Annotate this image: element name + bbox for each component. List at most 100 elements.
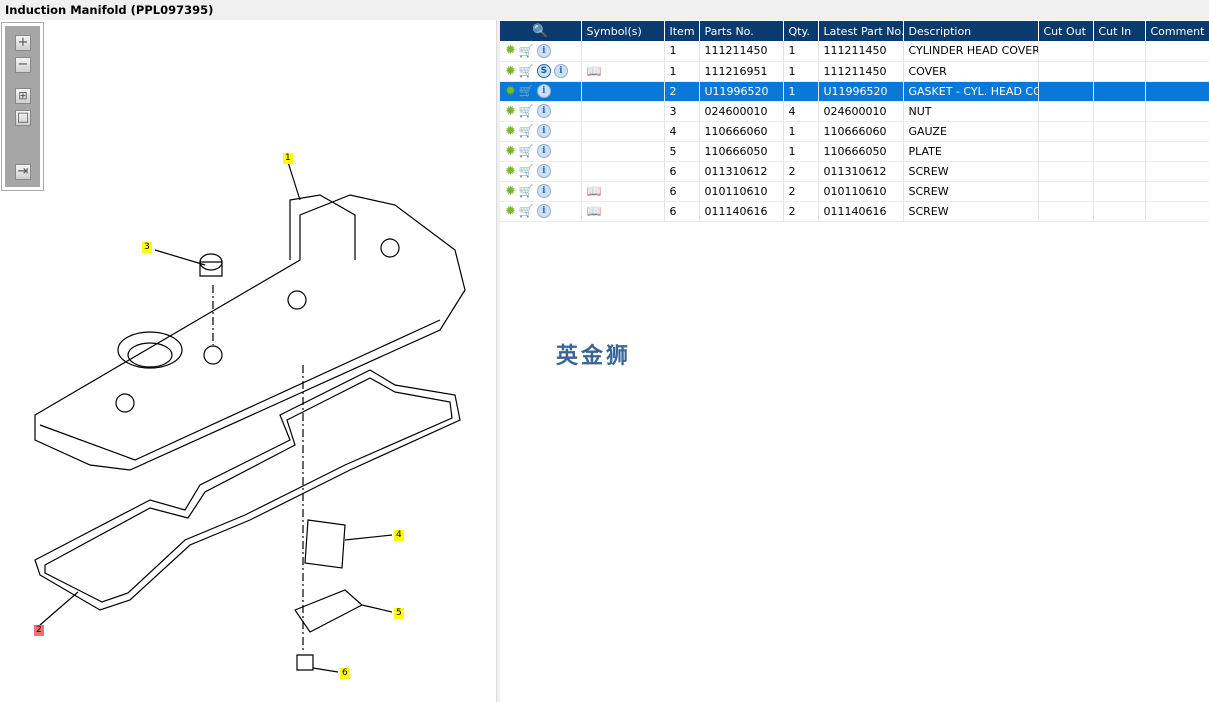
zoom-in-icon[interactable]: + (15, 35, 31, 51)
diagram-panel[interactable] (0, 20, 496, 702)
actions-cell: ✹🛒i (500, 41, 582, 62)
gear-icon[interactable]: ✹ (505, 63, 516, 79)
column-header[interactable]: Comment (1145, 21, 1209, 41)
gear-icon[interactable]: ✹ (505, 83, 516, 99)
latest-part-cell: 111211450 (818, 61, 904, 82)
part-no-cell: 110666060 (699, 121, 784, 142)
info-icon[interactable]: i (536, 204, 551, 218)
actual-size-icon[interactable]: □ (15, 110, 31, 126)
part-no-cell: 110666050 (699, 141, 784, 162)
description-cell: SCREW (903, 181, 1039, 202)
actions-cell: ✹🛒i (500, 201, 582, 222)
cart-icon[interactable]: 🛒 (518, 164, 534, 178)
callout-4[interactable]: 4 (394, 530, 404, 541)
gear-icon[interactable]: ✹ (505, 203, 516, 219)
qty-cell: 4 (783, 101, 819, 122)
cut-in-cell (1093, 161, 1146, 182)
description-cell: NUT (903, 101, 1039, 122)
symbol-cell: 📖 (581, 61, 665, 82)
cart-icon[interactable]: 🛒 (518, 104, 534, 118)
gasket-outline (34, 369, 461, 611)
comment-cell (1145, 41, 1209, 62)
cart-icon[interactable]: 🛒 (518, 43, 534, 58)
symbol-cell (581, 81, 665, 102)
info-icon[interactable]: i (536, 84, 551, 98)
column-header[interactable]: Qty. (783, 21, 819, 41)
book-search-icon[interactable]: 📖 (586, 184, 602, 198)
search-icon[interactable]: 🔍 (532, 23, 549, 39)
info-icon[interactable]: i (536, 104, 551, 118)
fit-view-icon[interactable]: ⊞ (15, 88, 31, 104)
comment-cell (1145, 181, 1209, 202)
gear-icon[interactable]: ✹ (505, 103, 516, 119)
cut-in-cell (1093, 141, 1146, 162)
callout-1[interactable]: 1 (283, 153, 293, 164)
item-cell: 2 (664, 81, 700, 102)
part-no-cell: 111216951 (699, 61, 784, 82)
book-search-icon[interactable]: 📖 (586, 64, 602, 78)
latest-part-cell: 110666050 (818, 141, 904, 162)
info-icon[interactable]: i (536, 124, 551, 138)
column-header[interactable]: Parts No. (699, 21, 784, 41)
column-header[interactable]: Symbol(s) (581, 21, 665, 41)
cart-icon[interactable]: 🛒 (518, 64, 534, 78)
cart-icon[interactable]: 🛒 (518, 204, 534, 218)
column-header[interactable]: Cut In (1093, 21, 1146, 41)
latest-part-cell: 024600010 (818, 101, 904, 122)
gear-icon[interactable]: ✹ (505, 123, 516, 139)
info-icon[interactable]: i (553, 64, 568, 78)
info-icon[interactable]: i (536, 184, 551, 198)
qty-cell: 2 (783, 181, 819, 202)
column-header[interactable]: Item (664, 21, 700, 41)
cut-out-cell (1038, 141, 1094, 162)
zoom-out-icon[interactable]: − (15, 57, 31, 73)
book-search-icon[interactable]: 📖 (586, 204, 602, 218)
exploded-diagram (34, 161, 466, 673)
column-header[interactable]: Cut Out (1038, 21, 1094, 41)
info-icon[interactable]: i (536, 144, 551, 158)
column-header[interactable]: Latest Part No. (818, 21, 904, 41)
description-cell: SCREW (903, 201, 1039, 222)
callout-6[interactable]: 6 (340, 668, 350, 679)
watermark: 英金狮 (556, 344, 632, 369)
description-cell: COVER (903, 61, 1039, 82)
cart-icon[interactable]: 🛒 (518, 124, 534, 138)
gear-icon[interactable]: ✹ (505, 43, 516, 59)
cart-icon[interactable]: 🛒 (518, 144, 534, 158)
column-header-search[interactable]: 🔍 (500, 21, 582, 41)
item-cell: 6 (664, 201, 700, 222)
column-header[interactable]: Description (903, 21, 1039, 41)
cart-icon[interactable]: 🛒 (518, 184, 534, 198)
item-cell: 1 (664, 41, 700, 62)
info-icon[interactable]: i (536, 43, 551, 58)
gear-icon[interactable]: ✹ (505, 183, 516, 199)
export-icon[interactable]: ⇥ (15, 164, 31, 180)
qty-cell: 1 (783, 121, 819, 142)
gear-icon[interactable]: ✹ (505, 163, 516, 179)
supersession-icon[interactable]: S (536, 64, 551, 78)
callout-2[interactable]: 2 (34, 625, 44, 636)
callout-3[interactable]: 3 (142, 242, 152, 253)
description-cell: GAUZE (903, 121, 1039, 142)
callout-5[interactable]: 5 (394, 608, 404, 619)
cart-icon[interactable]: 🛒 (518, 84, 534, 98)
comment-cell (1145, 201, 1209, 222)
latest-part-cell: 010110610 (818, 181, 904, 202)
part-no-cell: 010110610 (699, 181, 784, 202)
info-icon[interactable]: i (536, 164, 551, 178)
panel-splitter[interactable] (496, 20, 500, 702)
cut-out-cell (1038, 61, 1094, 82)
cut-out-cell (1038, 181, 1094, 202)
cut-in-cell (1093, 201, 1146, 222)
latest-part-cell: U11996520 (818, 81, 904, 102)
gear-icon[interactable]: ✹ (505, 143, 516, 159)
